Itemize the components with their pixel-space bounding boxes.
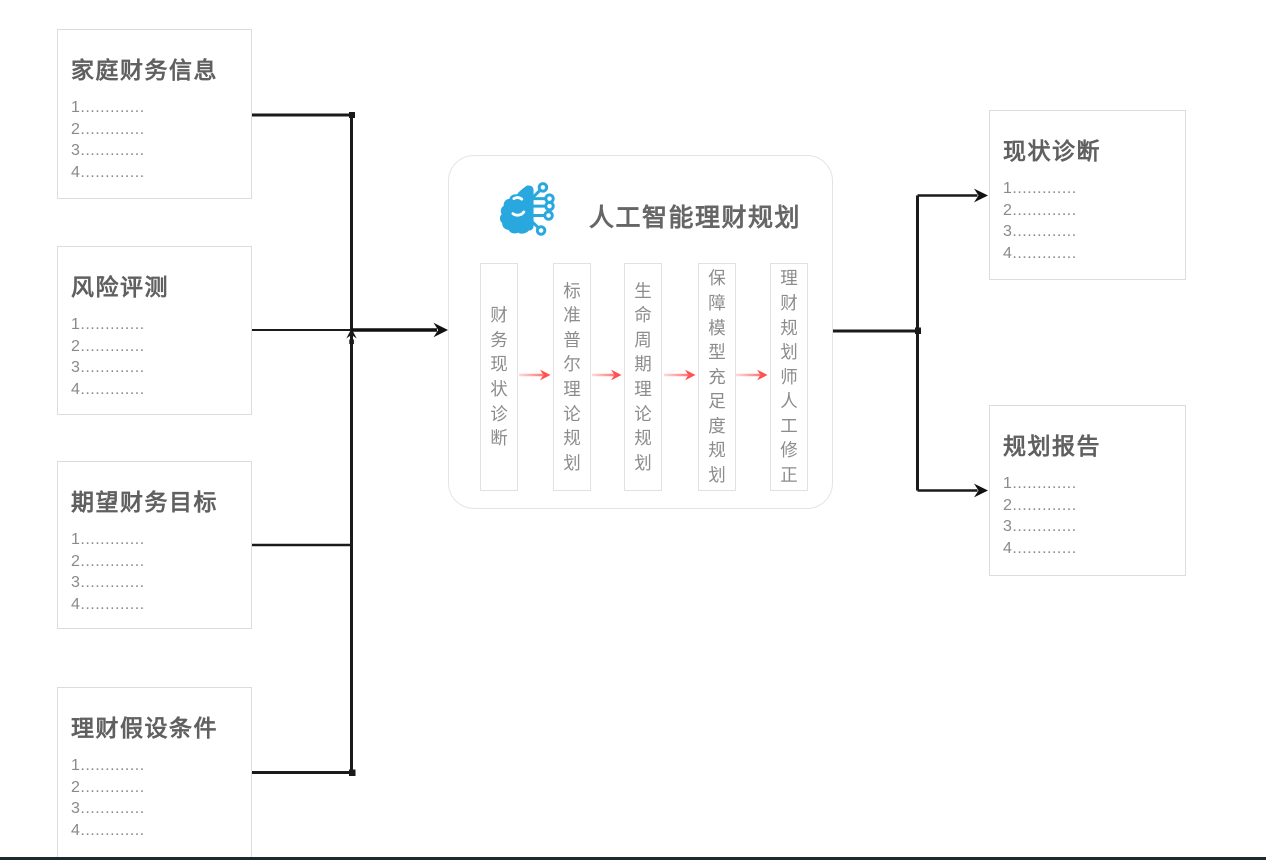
list-item: 1............. (71, 531, 145, 548)
list-item: 3............. (71, 359, 145, 376)
node-title: 家庭财务信息 (71, 57, 218, 83)
list-item: 3............. (71, 574, 145, 591)
input-box-risk-assessment: 风险评测 1............. 2............. 3....… (57, 246, 252, 415)
connector-main-arrowhead (433, 322, 448, 338)
connector-junction-dot (349, 339, 354, 345)
connector-corner-bottom (349, 769, 356, 776)
list-item: 1............. (71, 757, 145, 774)
stage-sp-theory-planning: 标准普尔理论规划 (553, 263, 591, 491)
list-item: 3............. (71, 142, 145, 159)
connector-junction-up-arrow (346, 328, 357, 339)
list-item: 2............. (1003, 496, 1077, 514)
connector-input-trunk (252, 113, 353, 774)
node-item-list: 1............. 2............. 3.........… (71, 529, 251, 615)
connector-to-status-arrowhead (974, 188, 988, 203)
node-item-list: 1............. 2............. 3.........… (1003, 178, 1185, 264)
stage-label: 财务现状诊断 (490, 305, 508, 449)
node-title: 现状诊断 (1003, 138, 1101, 164)
connector-output-junction-dot (915, 327, 921, 334)
brain-shape (499, 185, 534, 234)
list-item: 3............. (71, 800, 145, 817)
circuit-nodes (535, 182, 555, 236)
list-item: 2............. (71, 337, 145, 355)
stage-label: 生命周期理论规划 (634, 280, 652, 473)
list-item: 4............. (71, 163, 145, 181)
node-item-list: 1............. 2............. 3.........… (1003, 473, 1185, 559)
output-box-status-diagnosis: 现状诊断 1............. 2............. 3....… (989, 110, 1186, 280)
list-item: 2............. (71, 552, 145, 570)
node-item-list: 1............. 2............. 3.........… (71, 314, 251, 400)
list-item: 1............. (1003, 180, 1077, 197)
ai-panel-header: 人工智能理财规划 (449, 156, 832, 263)
ai-planning-panel: 人工智能理财规划 财务现状诊断 标准普尔理论规划 生命周期理论规划 保障模型充足… (448, 155, 833, 509)
ai-panel-title: 人工智能理财规划 (589, 204, 802, 232)
input-box-planning-assumptions: 理财假设条件 1............. 2............. 3..… (57, 687, 252, 859)
list-item: 1............. (71, 99, 145, 116)
list-item: 4............. (1003, 539, 1077, 557)
brain-circuit-icon (499, 182, 555, 236)
list-item: 4............. (71, 821, 145, 839)
node-item-list: 1............. 2............. 3.........… (71, 97, 251, 183)
node-title: 理财假设条件 (71, 715, 218, 741)
list-item: 2............. (71, 778, 145, 796)
node-title: 期望财务目标 (71, 489, 218, 515)
node-title: 风险评测 (71, 274, 169, 300)
circuit-traces (532, 188, 546, 230)
list-item: 4............. (71, 380, 145, 398)
list-item: 3............. (1003, 518, 1077, 535)
list-item: 4............. (71, 595, 145, 613)
list-item: 2............. (1003, 201, 1077, 219)
list-item: 4............. (1003, 244, 1077, 262)
node-item-list: 1............. 2............. 3.........… (71, 755, 251, 841)
node-title: 规划报告 (1003, 433, 1101, 459)
input-box-family-financial-info: 家庭财务信息 1............. 2............. 3..… (57, 29, 252, 199)
connector-corner-top (349, 112, 355, 118)
connector-to-report-arrowhead (974, 483, 988, 498)
stage-financial-status-diagnosis: 财务现状诊断 (480, 263, 518, 491)
stage-protection-adequacy-planning: 保障模型充足度规划 (698, 263, 736, 491)
list-item: 2............. (71, 120, 145, 138)
stage-label: 保障模型充足度规划 (708, 268, 726, 486)
list-item: 3............. (1003, 223, 1077, 240)
stage-label: 标准普尔理论规划 (563, 280, 581, 473)
input-box-expected-financial-goals: 期望财务目标 1............. 2............. 3..… (57, 461, 252, 629)
output-box-planning-report: 规划报告 1............. 2............. 3....… (989, 405, 1186, 576)
list-item: 1............. (71, 316, 145, 333)
canvas-bottom-edge (0, 857, 1266, 860)
stage-lifecycle-theory-planning: 生命周期理论规划 (624, 263, 662, 491)
list-item: 1............. (1003, 475, 1077, 492)
stage-planner-manual-correction: 理财规划师人工修正 (770, 263, 808, 491)
stage-label: 理财规划师人工修正 (780, 268, 798, 486)
